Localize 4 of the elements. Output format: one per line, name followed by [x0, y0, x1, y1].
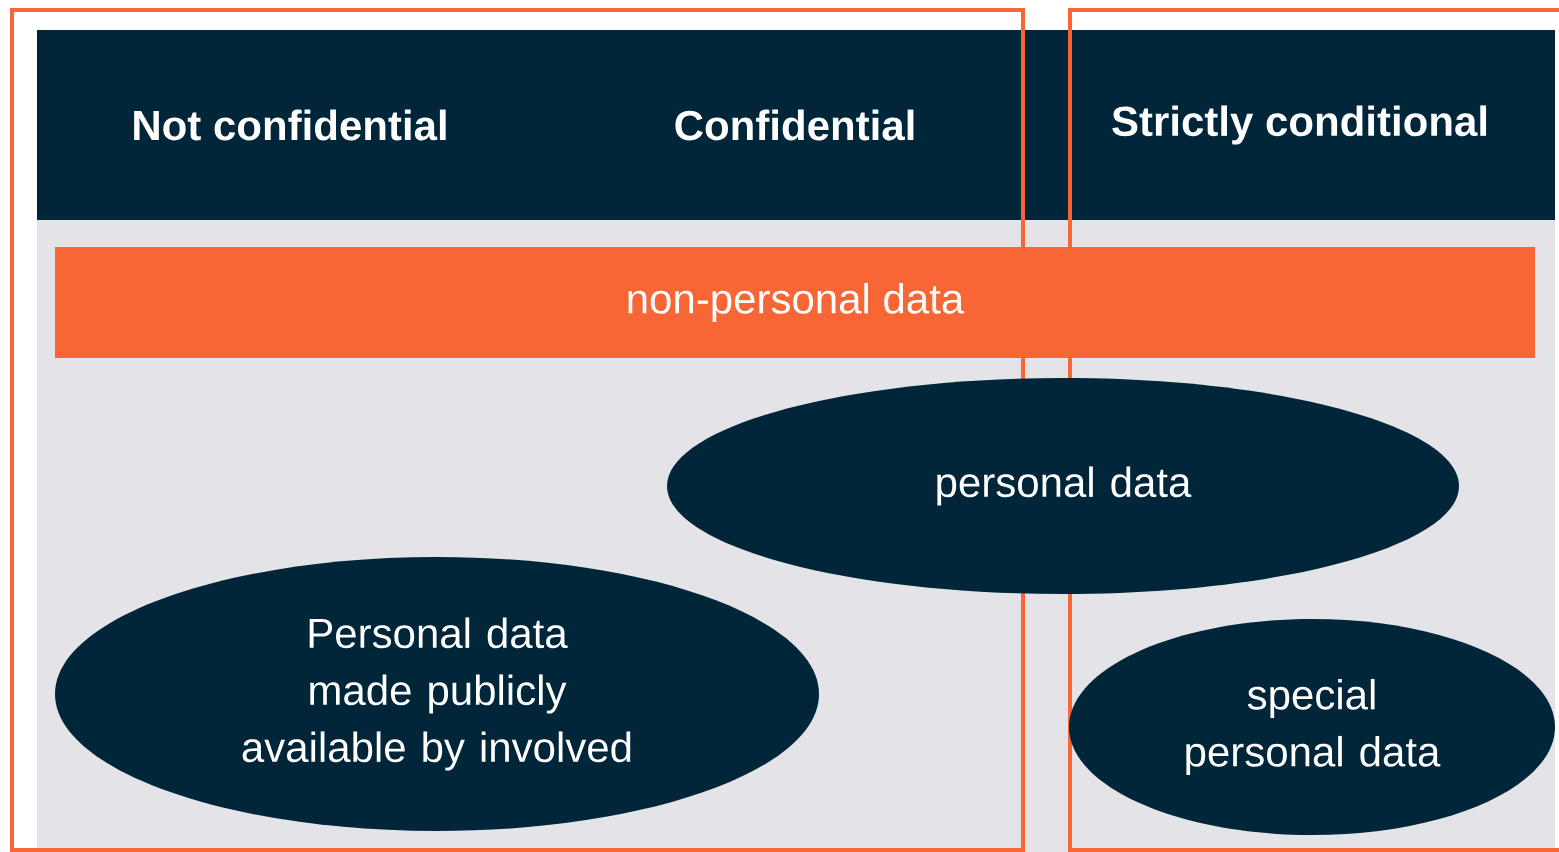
column-heading: Strictly conditional — [1112, 105, 1487, 145]
column-heading: Confidential — [675, 109, 914, 141]
column-heading: Not confidential — [134, 109, 446, 141]
band-label: non-personal data — [628, 282, 965, 323]
